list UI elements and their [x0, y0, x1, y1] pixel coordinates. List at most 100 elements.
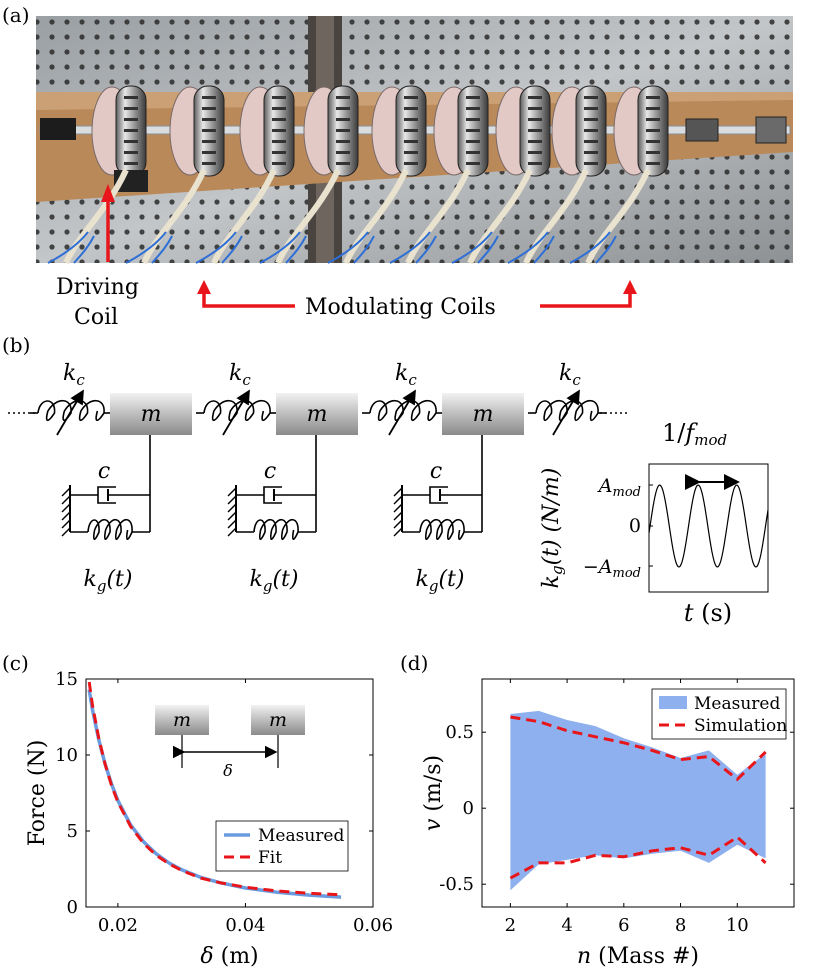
clamp-slot — [528, 162, 542, 165]
cable-sheath — [63, 168, 129, 265]
clamp-slot — [272, 96, 286, 99]
y-tick-label: 5 — [67, 821, 78, 842]
clamp-slot — [404, 151, 418, 154]
clamp-slot — [124, 107, 138, 110]
ground-hatch — [61, 495, 71, 505]
cable-sheath — [275, 168, 341, 265]
cable-sheath — [211, 168, 277, 265]
clamp-slot — [202, 107, 216, 110]
clamp-slot — [272, 129, 286, 132]
ground-hatch — [61, 487, 71, 497]
kg-inset-frame — [648, 463, 769, 593]
simulation-upper — [510, 715, 767, 782]
clamp-slot — [646, 140, 660, 143]
clamp-slot — [336, 129, 350, 132]
ground-hatch — [227, 519, 237, 529]
panel-d-label: (d) — [400, 651, 428, 675]
cable-sheath — [343, 168, 409, 265]
clamp-slot — [466, 162, 480, 165]
x-tick-label: 8 — [675, 915, 686, 936]
ground-hatch — [61, 527, 71, 537]
clamp-slot — [124, 96, 138, 99]
clamp-slot — [202, 129, 216, 132]
clamp-slot — [584, 151, 598, 154]
y-axis-label: v (m/s) — [421, 755, 446, 831]
clamp-slot — [124, 129, 138, 132]
clamp-slot — [528, 96, 542, 99]
ground-hatch — [393, 503, 403, 513]
inset-mass-right — [251, 705, 305, 735]
clamp-slot — [336, 107, 350, 110]
clamp-slot — [528, 151, 542, 154]
ground-hatch — [393, 527, 403, 537]
kg-inset-ylabel: kg(t) (N/m) — [539, 468, 566, 589]
driving-coil-label-line2: Coil — [74, 305, 118, 330]
x-axis-label: n (Mass #) — [577, 944, 699, 969]
x-tick-label: 0.06 — [353, 915, 393, 936]
damper-cup — [97, 486, 116, 504]
variable-stiffness-arrow — [222, 389, 250, 436]
ground-hatch — [227, 495, 237, 505]
clamp-slot — [272, 107, 286, 110]
coil-cables — [47, 168, 651, 265]
modulating-arrow-right — [623, 280, 637, 294]
modulating-coils-label: Modulating Coils — [305, 295, 496, 320]
clamp-slot — [584, 140, 598, 143]
mass-label: m — [307, 402, 328, 427]
clamp-slot — [584, 107, 598, 110]
mass-block — [442, 393, 524, 435]
x-tick-label: 4 — [561, 915, 572, 936]
clamp-slot — [202, 118, 216, 121]
blue-wire — [415, 235, 437, 264]
coupling-spring — [37, 399, 105, 422]
clamp-slot — [404, 140, 418, 143]
coupling-spring — [535, 399, 599, 422]
blue-wire — [533, 235, 555, 264]
ground-spring — [87, 518, 133, 541]
inset-mass-left — [155, 705, 209, 735]
panel-c-label: (c) — [2, 651, 29, 675]
blue-wire — [221, 235, 243, 264]
clamp-slot — [272, 151, 286, 154]
clamp-slot — [202, 140, 216, 143]
damper-cup — [429, 486, 448, 504]
ground-hatch — [393, 495, 403, 505]
damper-cup — [263, 486, 282, 504]
ground-hatch — [393, 487, 403, 497]
inset-mass-left-label: m — [173, 709, 191, 731]
ground-hatch — [61, 519, 71, 529]
legend-label: Measured — [694, 694, 780, 714]
ground-hatch — [227, 487, 237, 497]
measured-envelope — [510, 710, 766, 891]
cable-sheath — [467, 168, 533, 265]
blue-wire — [259, 231, 301, 264]
clamp-slot — [404, 162, 418, 165]
x-tick-label: 10 — [726, 915, 749, 936]
kg-label: kg(t) — [416, 567, 465, 595]
clamp-slot — [646, 129, 660, 132]
clamp-slot — [584, 162, 598, 165]
simulation-lower — [509, 835, 767, 880]
clamp-slot — [646, 118, 660, 121]
clamp-slot — [466, 151, 480, 154]
clamp-slot — [584, 118, 598, 121]
ytick-neg-amod: −Amod — [583, 556, 641, 581]
clamp-slot — [528, 118, 542, 121]
period-label: 1/fmod — [662, 419, 727, 449]
blue-wire — [47, 231, 89, 264]
driving-coil-label-line1: Driving — [56, 275, 139, 300]
clamp-slot — [124, 151, 138, 154]
damper-label: c — [264, 459, 276, 484]
ytick-zero: 0 — [629, 515, 641, 537]
x-tick-label: 2 — [505, 915, 516, 936]
series-fit — [87, 681, 342, 897]
legend-box — [215, 820, 349, 872]
blue-wire — [389, 231, 431, 264]
clamp-slot — [646, 151, 660, 154]
y-tick-label: 0 — [463, 798, 474, 819]
clamp-slot — [272, 162, 286, 165]
blue-wire — [507, 231, 549, 264]
mass-label: m — [141, 402, 162, 427]
